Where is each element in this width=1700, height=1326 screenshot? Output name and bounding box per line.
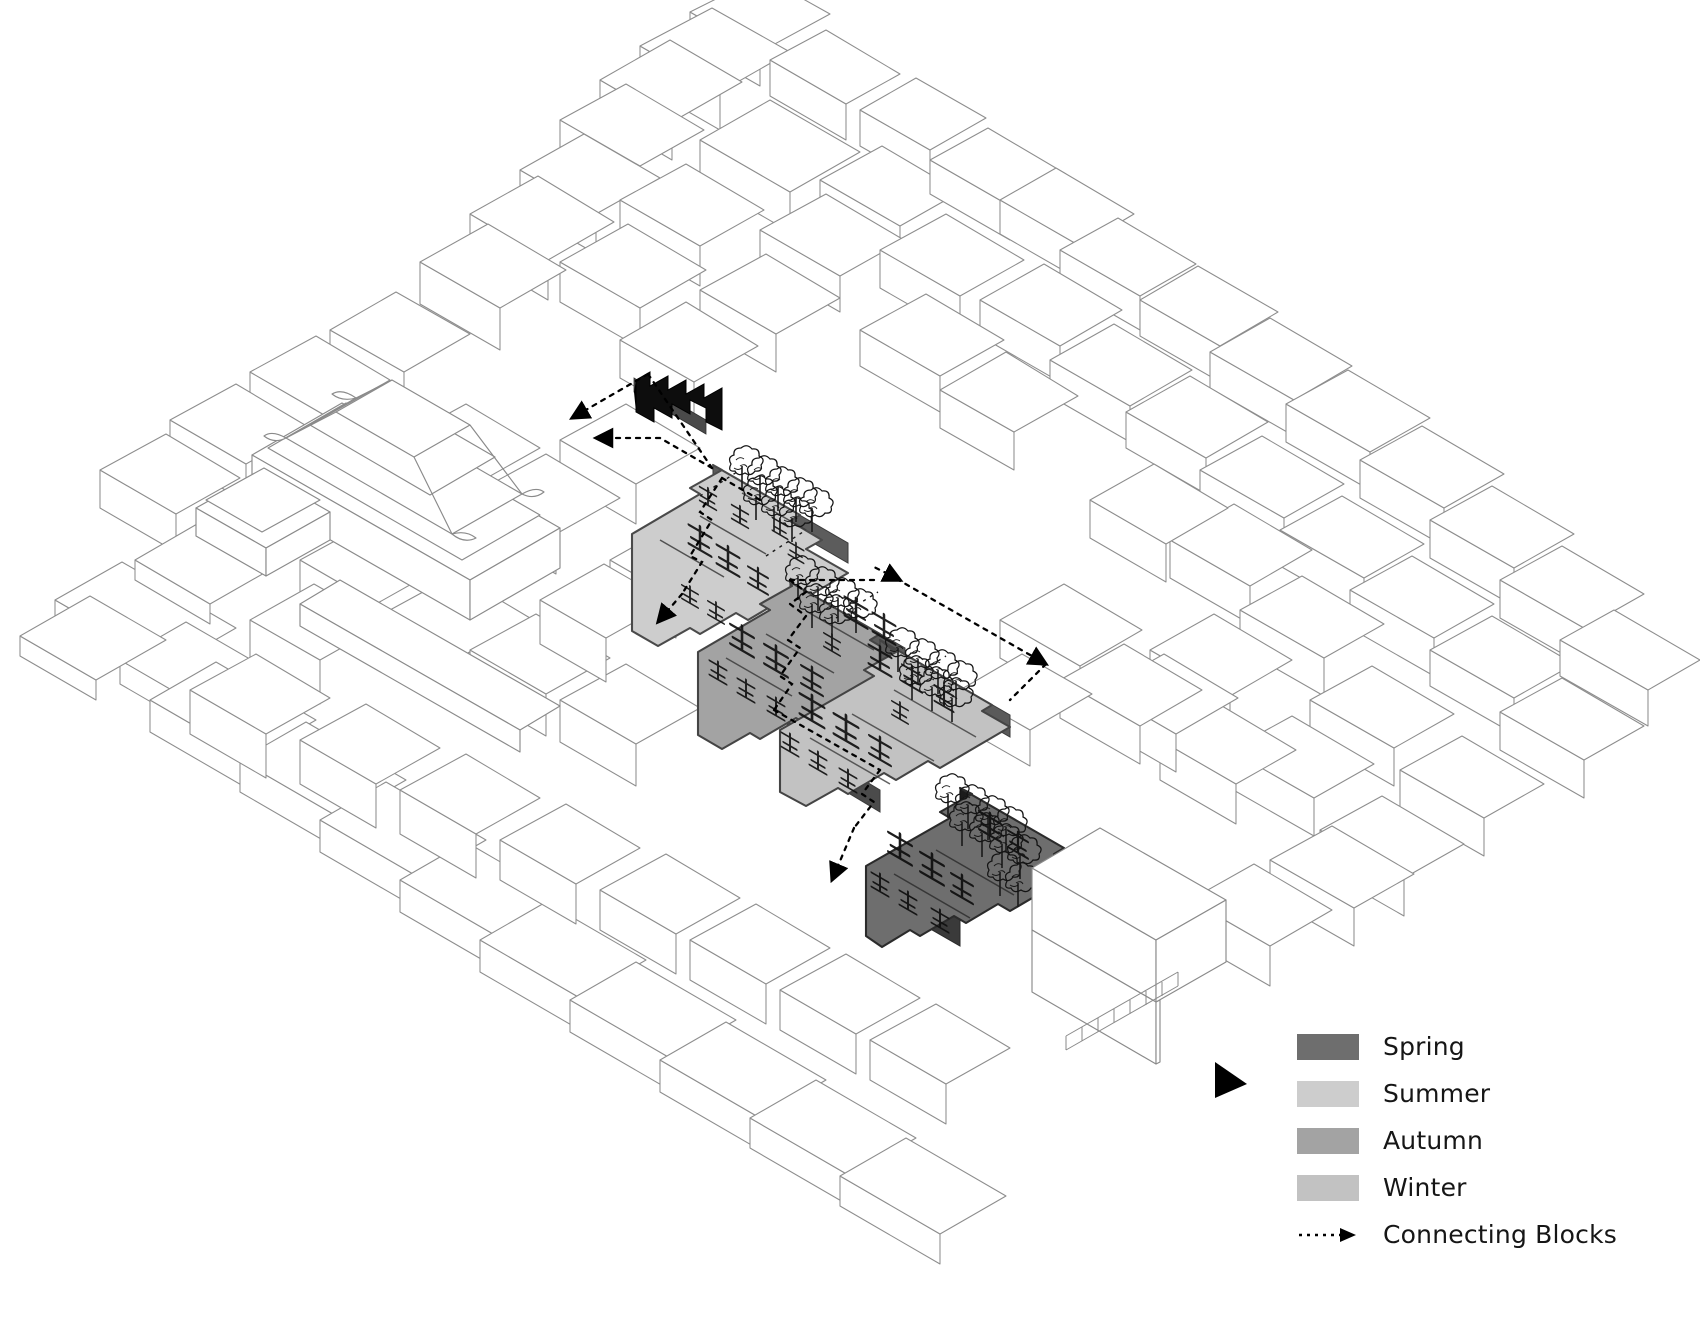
legend-label-winter: Winter (1383, 1173, 1467, 1202)
legend-swatch-summer (1297, 1081, 1359, 1107)
spring-block-surface[interactable] (864, 786, 1082, 949)
legend-label-spring: Spring (1383, 1032, 1465, 1061)
urban-fabric-outlines (19, 0, 1700, 1265)
legend-item-autumn[interactable]: Autumn (1297, 1126, 1617, 1156)
courtyard-block-winter[interactable] (778, 626, 1012, 813)
legend-label-summer: Summer (1383, 1079, 1491, 1108)
legend-swatch-autumn (1297, 1128, 1359, 1154)
winter-block-surface[interactable] (778, 638, 1012, 808)
dotted-arrow-icon (1299, 1228, 1356, 1242)
legend-item-summer[interactable]: Summer (1297, 1079, 1617, 1109)
foreground-right-building (1031, 827, 1227, 1065)
black-stepped-wall (633, 371, 723, 435)
north-triangle-marker (1215, 1062, 1247, 1098)
traditional-hall (195, 379, 561, 753)
connecting-blocks-annotation (569, 372, 1049, 884)
connector-paving-guides (699, 469, 947, 683)
legend-item-connecting-blocks[interactable]: Connecting Blocks (1297, 1220, 1617, 1250)
legend-label-connecting-blocks: Connecting Blocks (1383, 1220, 1618, 1249)
legend-label-autumn: Autumn (1383, 1126, 1483, 1155)
legend: Spring Summer Autumn Winter Connecting B… (1297, 1032, 1617, 1250)
legend-item-spring[interactable]: Spring (1297, 1032, 1617, 1062)
legend-swatch-winter (1297, 1175, 1359, 1201)
legend-item-winter[interactable]: Winter (1297, 1173, 1617, 1203)
legend-swatch-spring (1297, 1034, 1359, 1060)
